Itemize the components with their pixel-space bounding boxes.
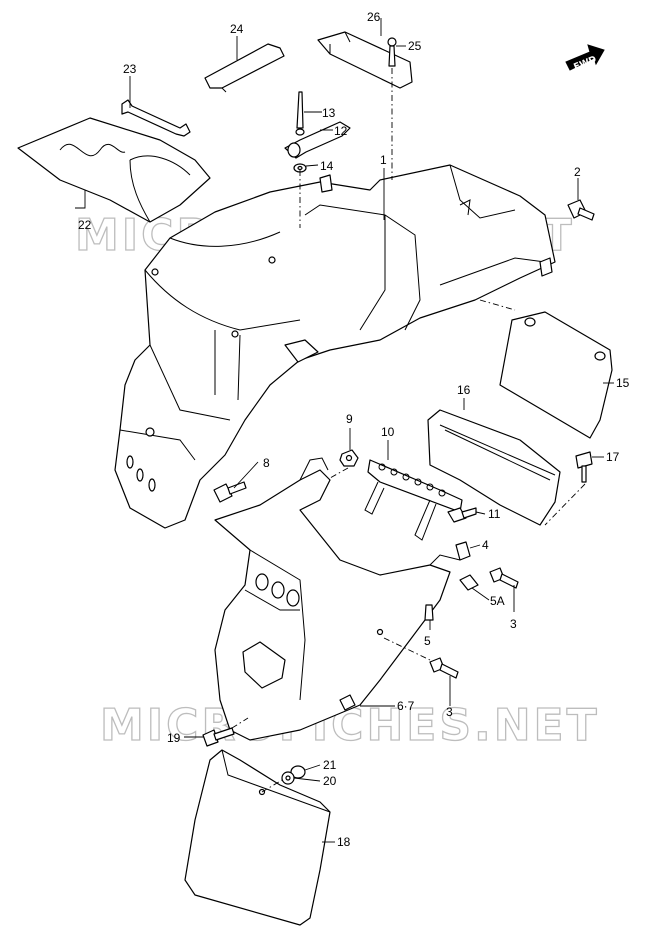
part-18-mudflap — [184, 749, 331, 926]
part-11-bolt — [447, 507, 477, 523]
callout-14: 14 — [320, 159, 334, 173]
callout-10: 10 — [381, 425, 395, 439]
part-3-screw-upper — [489, 567, 519, 589]
part-4-clip — [455, 541, 471, 561]
callout-12: 12 — [334, 124, 348, 138]
part-12-clamp — [284, 121, 351, 159]
part-10-bracket — [364, 459, 463, 541]
callout-25: 25 — [408, 39, 422, 53]
part-14-washer — [293, 163, 307, 173]
callout-18: 18 — [337, 835, 351, 849]
callout-24: 24 — [230, 22, 244, 36]
callout-5a: 5A — [490, 594, 505, 608]
callout-26: 26 — [367, 10, 381, 24]
part-9-nut — [339, 449, 359, 467]
leader-lines — [75, 18, 614, 843]
dash-lines — [231, 68, 586, 793]
callout-2: 2 — [574, 165, 581, 179]
part-13-bolt — [295, 91, 305, 136]
callout-11: 11 — [488, 507, 501, 521]
part-2-bolt — [567, 199, 595, 221]
callout-4: 4 — [482, 538, 489, 552]
part-1-rear-fender — [114, 164, 556, 529]
callout-22: 22 — [78, 218, 92, 232]
fwd-arrow-icon: FWD — [565, 44, 605, 73]
part-16-cover — [427, 409, 561, 526]
part-6-7-fender-lower — [214, 457, 461, 741]
part-8-bolt — [213, 481, 247, 503]
callout-23: 23 — [123, 62, 137, 76]
part-19-bolt — [202, 727, 235, 747]
part-5a-clip — [459, 574, 479, 591]
callout-19: 19 — [167, 731, 181, 745]
part-15-cover — [499, 311, 613, 439]
part-17-bolt — [575, 451, 593, 483]
callout-1: 1 — [380, 153, 387, 167]
callout-6-7: 6·7 — [397, 699, 415, 713]
callout-3b: 3 — [446, 705, 453, 719]
part-5-pin — [424, 604, 434, 621]
callout-17: 17 — [606, 450, 620, 464]
part-3-screw-lower — [429, 657, 459, 679]
callout-16: 16 — [457, 383, 471, 397]
callout-9: 9 — [346, 412, 353, 426]
callout-13: 13 — [322, 106, 336, 120]
callout-8: 8 — [263, 456, 270, 470]
part-26-bracket — [317, 31, 413, 89]
callout-labels: 1 2 3 3 4 5 5A 6·7 8 9 10 11 12 13 14 15… — [78, 10, 630, 849]
part-24-strap — [204, 43, 285, 93]
part-20-washer — [281, 771, 295, 785]
callout-21: 21 — [323, 758, 337, 772]
callout-5: 5 — [424, 634, 431, 648]
part-25-screw — [387, 37, 397, 67]
part-21-nut — [290, 765, 306, 779]
callout-3a: 3 — [510, 617, 517, 631]
callout-20: 20 — [323, 774, 337, 788]
callout-15: 15 — [616, 376, 630, 390]
part-23-wrench — [121, 99, 191, 137]
